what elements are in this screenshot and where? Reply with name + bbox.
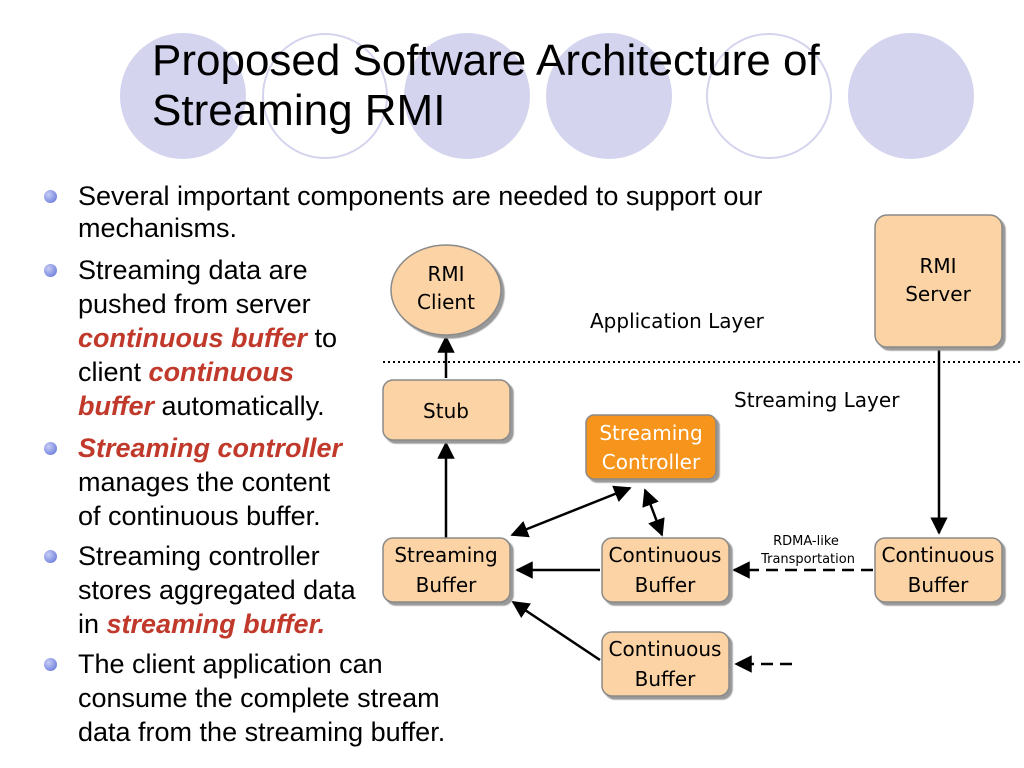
bullet-dot bbox=[44, 658, 57, 671]
decor-circle bbox=[706, 33, 832, 159]
continuous-buffer-box-middle bbox=[601, 537, 730, 603]
streaming-layer-label: Streaming Layer bbox=[734, 388, 900, 412]
bullet-line: buffer automatically. bbox=[78, 390, 325, 422]
rdma-label: Transportation bbox=[760, 552, 855, 567]
streaming-controller-box bbox=[585, 414, 717, 480]
bullet-line: manages the content bbox=[78, 467, 331, 497]
bullet-text: automatically. bbox=[154, 391, 325, 421]
decor-circle bbox=[404, 33, 530, 159]
streaming-buffer-label: Streaming bbox=[394, 543, 497, 567]
bullet-line: client continuous bbox=[78, 356, 294, 388]
emphasis-text: continuous bbox=[148, 357, 295, 387]
bullet-dot bbox=[44, 442, 57, 455]
bullet-line: continuous buffer to bbox=[78, 322, 337, 354]
bullet-dot bbox=[44, 190, 57, 203]
bullet-dot bbox=[44, 264, 57, 277]
page-title: Proposed Software Architecture of Stream… bbox=[152, 36, 952, 136]
streaming-controller-label: Controller bbox=[602, 450, 701, 474]
bullet-dot bbox=[44, 550, 57, 563]
continuous-buffer-label: Continuous bbox=[609, 637, 722, 661]
streaming-controller-label: Streaming bbox=[599, 421, 702, 445]
decor-circle bbox=[120, 33, 246, 159]
decor-circle bbox=[546, 33, 672, 159]
stub-box bbox=[382, 379, 511, 441]
bullet-line: Streaming data are bbox=[78, 255, 308, 285]
rmi-client-node bbox=[390, 244, 502, 336]
continuous-buffer-label: Buffer bbox=[908, 573, 969, 597]
bullet-line: The client application can bbox=[78, 649, 383, 679]
bullet-line: Streaming controller bbox=[78, 541, 320, 571]
decor-circle bbox=[262, 33, 388, 159]
bullet-line: Streaming controller bbox=[78, 433, 343, 463]
emphasis-text: continuous buffer bbox=[78, 323, 307, 353]
emphasis-text: buffer bbox=[78, 391, 155, 421]
continuous-buffer-label: Buffer bbox=[635, 667, 696, 691]
rmi-client-label: RMI bbox=[427, 262, 464, 286]
rdma-label: RDMA-like bbox=[773, 534, 839, 549]
stub-label: Stub bbox=[423, 399, 469, 423]
continuous-buffer-label: Continuous bbox=[609, 543, 722, 567]
rmi-server-label: RMI bbox=[919, 254, 956, 278]
continuous-buffer-label: Buffer bbox=[635, 573, 696, 597]
title-line: Proposed Software Architecture of bbox=[152, 36, 820, 85]
continuous-buffer-box-bottom bbox=[601, 631, 730, 697]
title-line: Streaming RMI bbox=[152, 86, 446, 135]
rmi-server-box bbox=[874, 214, 1003, 348]
continuous-buffer-label: Continuous bbox=[882, 543, 995, 567]
decor-circle bbox=[848, 33, 974, 159]
arrow-controller-streaming-buffer bbox=[510, 485, 632, 538]
continuous-buffer-box-right bbox=[874, 537, 1003, 603]
bullet-line: mechanisms. bbox=[78, 213, 238, 243]
bullet-line: in streaming buffer. bbox=[78, 608, 325, 640]
streaming-buffer-label: Buffer bbox=[416, 573, 477, 597]
bullet-line: Several important components are needed … bbox=[78, 181, 763, 211]
application-layer-label: Application Layer bbox=[590, 309, 765, 333]
arrow-controller-continuous-buffer bbox=[642, 488, 665, 537]
bullet-line: of continuous buffer. bbox=[78, 501, 321, 531]
bullet-text: to bbox=[307, 323, 338, 353]
bullet-text: in bbox=[78, 609, 107, 639]
rmi-server-label: Server bbox=[905, 282, 971, 306]
bullet-line: consume the complete stream bbox=[78, 683, 440, 713]
streaming-buffer-box bbox=[382, 537, 511, 603]
bullet-line: pushed from server bbox=[78, 289, 311, 319]
bullet-text: client bbox=[78, 357, 149, 387]
rmi-client-label: Client bbox=[417, 290, 475, 314]
arrow-bottom-to-streaming bbox=[511, 600, 601, 662]
bullet-line: stores aggregated data bbox=[78, 575, 356, 605]
bullet-line: data from the streaming buffer. bbox=[78, 717, 446, 747]
emphasis-text: streaming buffer. bbox=[106, 609, 326, 639]
